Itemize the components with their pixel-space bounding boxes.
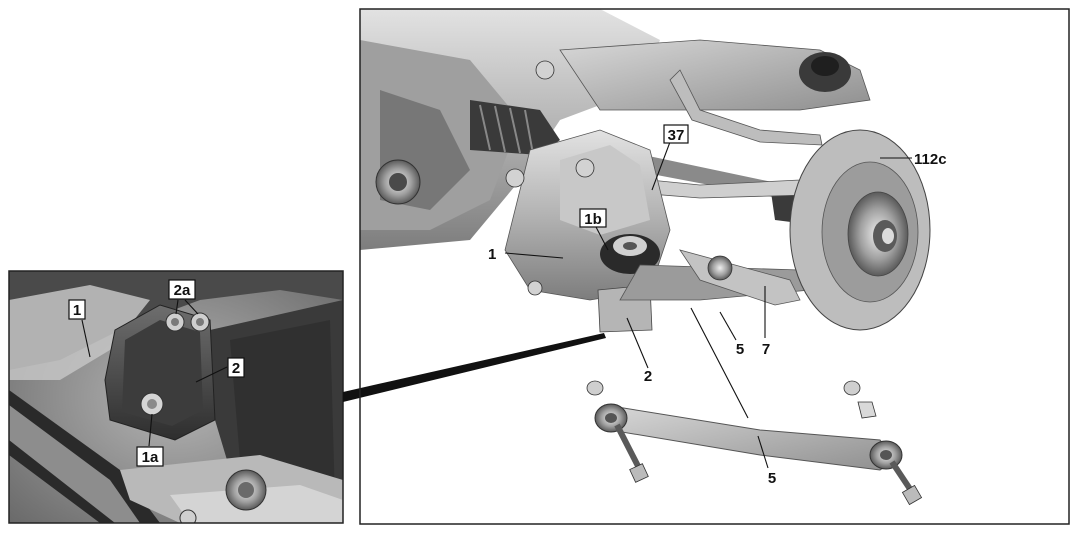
inset-leaders [81,299,228,447]
main-label-2: 2 [644,368,652,385]
main-label-5: 5 [736,341,744,358]
svg-text:2: 2 [644,368,652,385]
svg-text:1b: 1b [584,211,602,228]
svg-text:7: 7 [762,341,770,358]
main-label-37: 37 [663,124,689,144]
svg-text:1: 1 [488,246,496,263]
main-label-5-lower: 5 [768,470,776,487]
svg-text:112c: 112c [914,151,947,168]
svg-text:2: 2 [232,360,240,377]
svg-text:37: 37 [668,127,685,144]
svg-text:1a: 1a [142,449,159,466]
main-label-1: 1 [488,246,496,263]
main-label-112c: 112c [914,151,947,168]
inset-connector [343,333,606,402]
main-label-7: 7 [762,341,770,358]
svg-text:1: 1 [73,302,81,319]
inset-label-2: 2 [227,357,245,378]
inset-label-2a: 2a [168,279,196,300]
svg-text:5: 5 [768,470,776,487]
main-view [359,8,1070,525]
inset-label-1a: 1a [136,446,164,467]
svg-text:5: 5 [736,341,744,358]
detail-inset [8,270,344,524]
inset-label-1: 1 [68,299,86,320]
main-label-1b: 1b [579,208,607,228]
svg-text:2a: 2a [174,282,191,299]
main-leaders [504,141,912,469]
